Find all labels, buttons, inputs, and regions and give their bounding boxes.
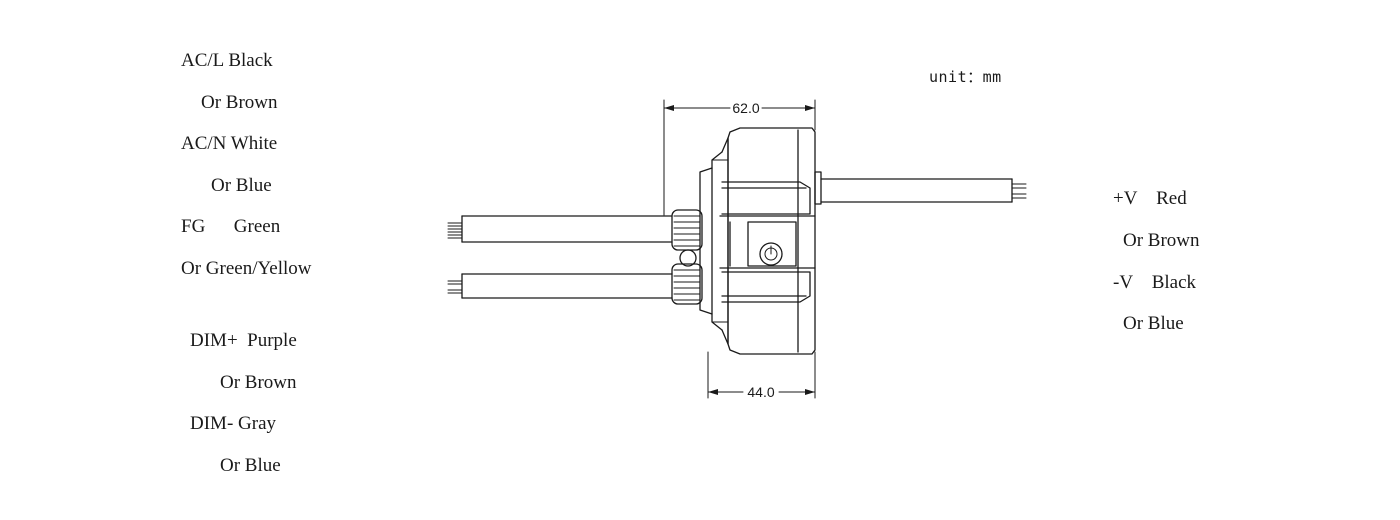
wire-label-vminus-alt-blue: Or Blue — [1123, 313, 1184, 334]
wire-label-vminus-black: -V Black — [1113, 272, 1197, 293]
gland-separator — [679, 249, 697, 267]
wire-label-acn-white: AC/N White — [181, 133, 278, 154]
dimension-bottom-value: 44.0 — [747, 384, 774, 400]
wire-label-dim-plus-alt-brown: Or Brown — [220, 372, 297, 393]
dimension-top: 62.0 — [663, 99, 816, 216]
wire-label-acl-alt-brown: Or Brown — [201, 92, 278, 113]
cable-gland-lower — [671, 263, 703, 305]
dimension-bottom: 44.0 — [707, 351, 816, 400]
dimension-top-value: 62.0 — [732, 100, 759, 116]
wire-label-fg-alt-green-yellow: Or Green/Yellow — [181, 258, 312, 279]
wire-label-dim-minus-gray: DIM- Gray — [190, 413, 277, 434]
wire-label-acl-black: AC/L Black — [181, 50, 273, 71]
wire-label-vplus-alt-brown: Or Brown — [1123, 230, 1200, 251]
wire-label-fg-green: FG Green — [181, 216, 281, 237]
cable-gland-upper — [671, 209, 703, 251]
driver-housing — [699, 127, 822, 355]
wire-label-acn-alt-blue: Or Blue — [211, 175, 272, 196]
output-cable-dc — [820, 178, 1027, 203]
unit-note: unit：mm — [929, 68, 1002, 86]
input-cable-ac — [447, 215, 673, 243]
input-cable-dim — [447, 273, 673, 299]
wire-label-dim-plus-purple: DIM+ Purple — [190, 330, 297, 351]
wire-label-dim-minus-alt-blue: Or Blue — [220, 455, 281, 476]
wire-label-vplus-red: +V Red — [1113, 188, 1187, 209]
